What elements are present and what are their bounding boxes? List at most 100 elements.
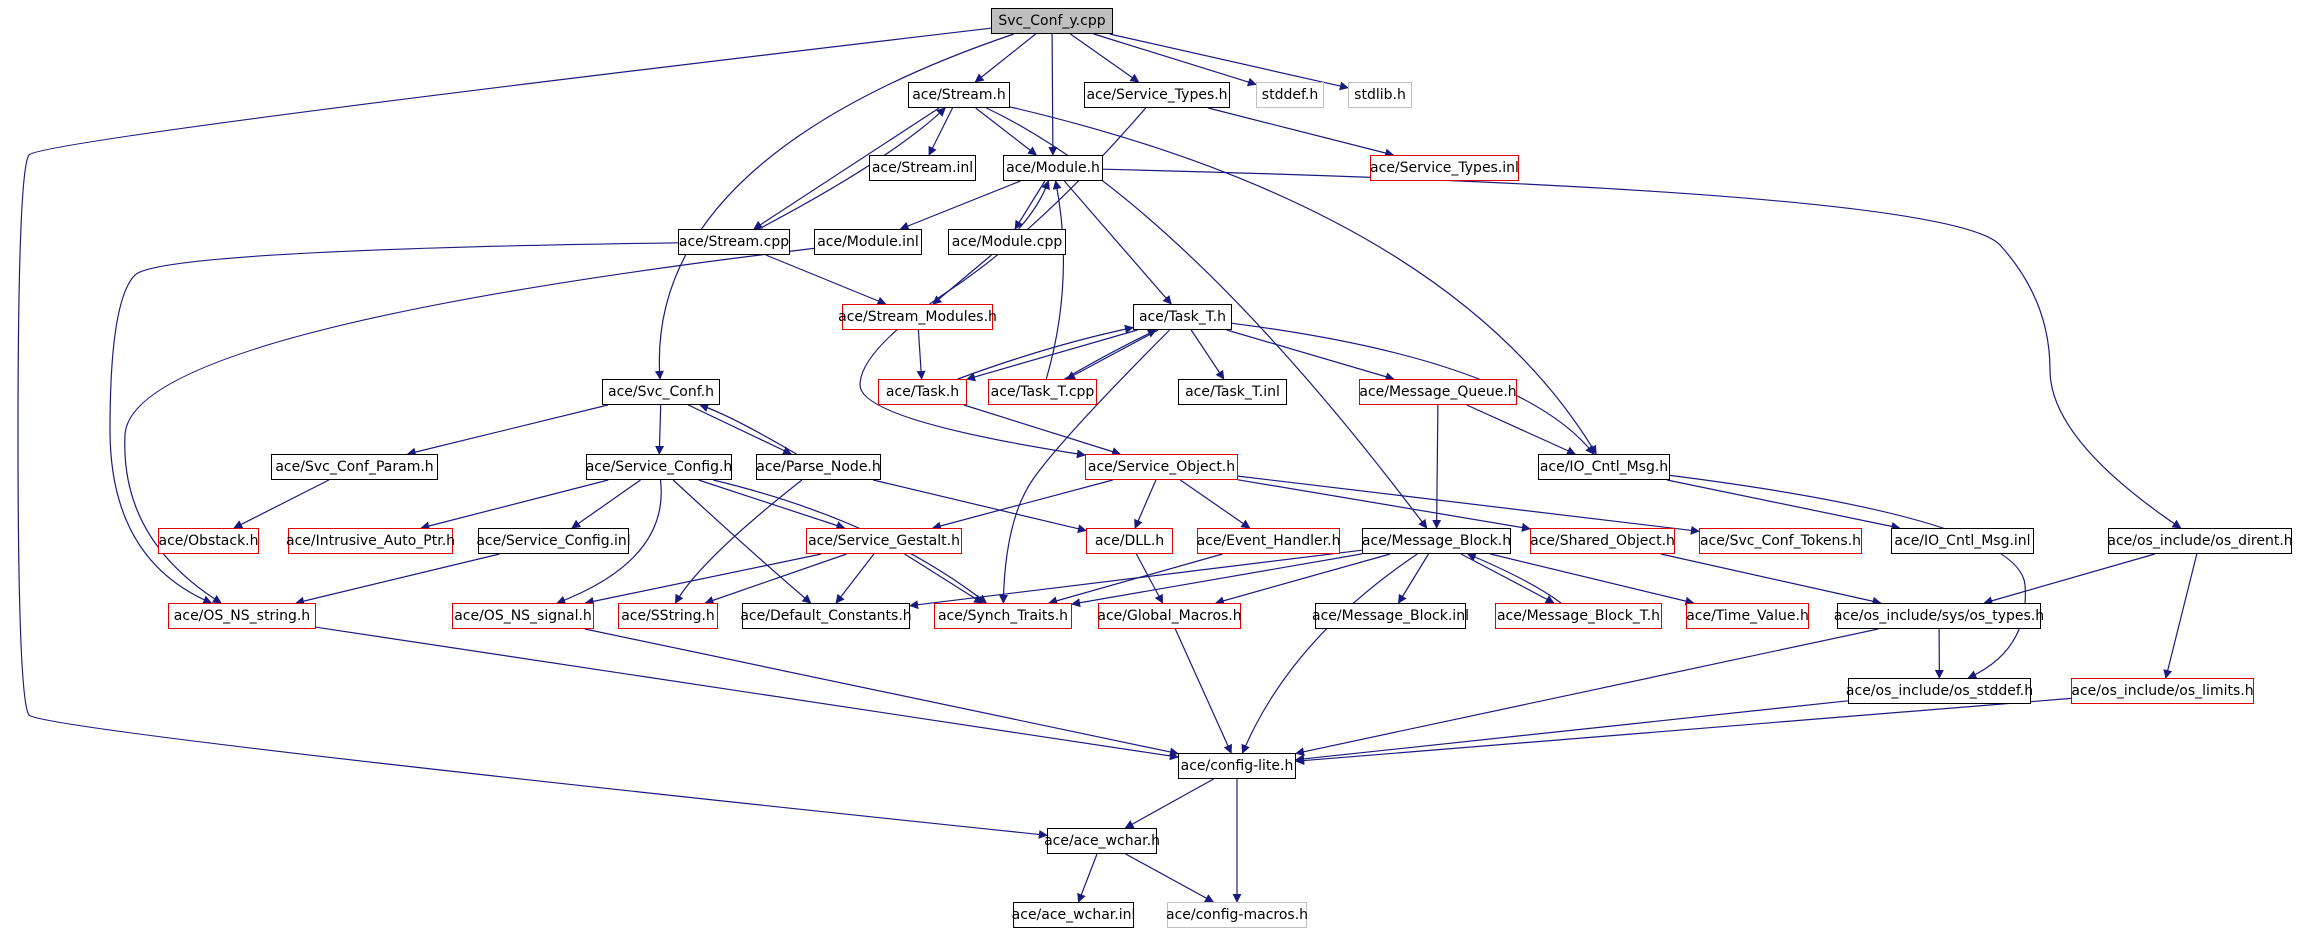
node-global-macros-h[interactable]: ace/Global_Macros.h xyxy=(1097,603,1242,629)
edge-stream-h-to-module-h xyxy=(975,107,1038,156)
edge-message-block-h-to-synch-traits-h xyxy=(1071,553,1363,608)
edge-parse-node-h-to-sstring-h xyxy=(674,479,803,604)
edge-module-cpp-to-module-h xyxy=(1018,180,1050,230)
edge-root-to-ace-wchar-h xyxy=(17,27,1048,839)
node-task-t-inl[interactable]: ace/Task_T.inl xyxy=(1178,379,1287,405)
node-svc-conf-h[interactable]: ace/Svc_Conf.h xyxy=(602,379,720,405)
node-parse-node-h[interactable]: ace/Parse_Node.h xyxy=(756,454,881,480)
node-intrusive-auto-ptr-h[interactable]: ace/Intrusive_Auto_Ptr.h xyxy=(286,528,455,554)
edge-ace-wchar-h-to-config-macros-h xyxy=(1125,853,1215,903)
edge-message-block-t-h-to-message-block-h xyxy=(1466,552,1562,604)
node-stdlib-h[interactable]: stdlib.h xyxy=(1348,82,1412,108)
node-module-h[interactable]: ace/Module.h xyxy=(1003,155,1103,181)
node-message-queue-h[interactable]: ace/Message_Queue.h xyxy=(1359,379,1517,405)
node-task-t-h[interactable]: ace/Task_T.h xyxy=(1133,304,1232,330)
node-os-limits-h[interactable]: ace/os_include/os_limits.h xyxy=(2071,678,2254,704)
node-service-config-h[interactable]: ace/Service_Config.h xyxy=(586,454,732,480)
node-service-types-h[interactable]: ace/Service_Types.h xyxy=(1084,82,1230,108)
node-os-types-h[interactable]: ace/os_include/sys/os_types.h xyxy=(1834,603,2044,629)
node-stream-cpp[interactable]: ace/Stream.cpp xyxy=(678,229,790,255)
edge-root-to-module-h xyxy=(1048,33,1058,156)
edge-os-stddef-h-to-config-lite-h xyxy=(1295,700,1849,764)
node-stream-inl[interactable]: ace/Stream.inl xyxy=(869,155,976,181)
edge-module-h-to-module-inl xyxy=(899,180,1021,231)
edge-module-h-to-os-dirent-h xyxy=(1102,168,2182,529)
node-os-stddef-h[interactable]: ace/os_include/os_stddef.h xyxy=(1846,678,2033,704)
edge-root-to-stream-h xyxy=(974,33,1037,83)
edge-stream-h-to-message-block-h xyxy=(986,107,1428,529)
edge-task-t-h-to-task-t-inl xyxy=(1190,329,1225,380)
node-os-dirent-h[interactable]: ace/os_include/os_dirent.h xyxy=(2107,528,2293,554)
edge-svc-conf-h-to-parse-node-h xyxy=(688,404,793,455)
edge-stream-modules-h-to-task-h xyxy=(916,329,926,380)
edge-module-cpp-to-stream-modules-h xyxy=(932,254,992,305)
edge-parse-node-h-to-svc-conf-h xyxy=(699,403,797,455)
edge-task-h-to-service-object-h xyxy=(963,404,1121,456)
node-ace-wchar-h[interactable]: ace/ace_wchar.h xyxy=(1044,828,1160,854)
edge-task-t-h-to-io-cntl-msg-h xyxy=(1231,322,1595,455)
edge-task-t-cpp-to-module-h xyxy=(1045,180,1065,380)
edge-global-macros-h-to-config-lite-h xyxy=(1174,628,1232,754)
node-os-ns-string-h[interactable]: ace/OS_NS_string.h xyxy=(168,603,316,629)
node-stream-modules-h[interactable]: ace/Stream_Modules.h xyxy=(838,304,997,330)
node-shared-object-h[interactable]: ace/Shared_Object.h xyxy=(1530,528,1675,554)
edge-task-h-to-task-t-h xyxy=(957,324,1134,380)
node-message-block-h[interactable]: ace/Message_Block.h xyxy=(1362,528,1511,554)
edge-service-gestalt-h-to-default-constants-h xyxy=(835,553,875,604)
edge-module-h-to-task-t-h xyxy=(1063,180,1172,305)
edge-service-config-h-to-service-config-inl xyxy=(571,479,641,529)
edge-service-types-h-to-service-types-inl xyxy=(1208,107,1395,158)
edge-service-config-inl-to-os-ns-string-h xyxy=(295,553,500,606)
node-config-lite-h[interactable]: ace/config-lite.h xyxy=(1178,753,1296,779)
node-io-cntl-msg-h[interactable]: ace/IO_Cntl_Msg.h xyxy=(1538,454,1670,480)
edge-message-block-h-to-global-macros-h xyxy=(1214,553,1391,606)
node-ace-wchar-inl[interactable]: ace/ace_wchar.inl xyxy=(1012,902,1135,928)
edge-io-cntl-msg-h-to-os-stddef-h xyxy=(1669,474,2026,679)
node-task-h[interactable]: ace/Task.h xyxy=(878,379,967,405)
node-os-ns-signal-h[interactable]: ace/OS_NS_signal.h xyxy=(452,603,594,629)
node-time-value-h[interactable]: ace/Time_Value.h xyxy=(1686,603,1809,629)
node-service-types-inl[interactable]: ace/Service_Types.inl xyxy=(1370,155,1519,181)
node-stddef-h[interactable]: stddef.h xyxy=(1256,82,1324,108)
node-message-block-t-h[interactable]: ace/Message_Block_T.h xyxy=(1495,603,1662,629)
node-svc-conf-tokens-h[interactable]: ace/Svc_Conf_Tokens.h xyxy=(1699,528,1862,554)
edge-io-cntl-msg-h-to-io-cntl-msg-inl xyxy=(1666,479,1901,531)
edge-service-object-h-to-event-handler-h xyxy=(1179,479,1251,529)
edge-message-queue-h-to-io-cntl-msg-h xyxy=(1466,404,1577,455)
edge-service-gestalt-h-to-sstring-h xyxy=(704,553,847,605)
node-io-cntl-msg-inl[interactable]: ace/IO_Cntl_Msg.inl xyxy=(1891,528,2034,554)
node-message-block-inl[interactable]: ace/Message_Block.inl xyxy=(1312,603,1469,629)
node-module-inl[interactable]: ace/Module.inl xyxy=(814,229,922,255)
node-sstring-h[interactable]: ace/SString.h xyxy=(618,603,718,629)
node-event-handler-h[interactable]: ace/Event_Handler.h xyxy=(1197,528,1340,554)
node-service-gestalt-h[interactable]: ace/Service_Gestalt.h xyxy=(806,528,962,554)
node-stream-h[interactable]: ace/Stream.h xyxy=(908,82,1010,108)
node-config-macros-h[interactable]: ace/config-macros.h xyxy=(1166,902,1308,928)
edge-config-lite-h-to-ace-wchar-h xyxy=(1124,778,1214,829)
node-default-constants-h[interactable]: ace/Default_Constants.h xyxy=(740,603,912,629)
edge-service-config-h-to-os-ns-signal-h xyxy=(556,479,662,605)
node-task-t-cpp[interactable]: ace/Task_T.cpp xyxy=(988,379,1097,405)
edge-stream-h-to-stream-inl xyxy=(928,107,954,156)
edge-module-h-to-module-cpp xyxy=(1014,180,1046,230)
edge-message-block-h-to-message-block-inl xyxy=(1397,553,1430,604)
edge-stream-cpp-to-stream-modules-h xyxy=(765,254,887,306)
node-synch-traits-h[interactable]: ace/Synch_Traits.h xyxy=(934,603,1072,629)
edge-service-gestalt-h-to-synch-traits-h xyxy=(904,553,984,604)
node-dll-h[interactable]: ace/DLL.h xyxy=(1086,528,1173,554)
edge-service-config-h-to-default-constants-h xyxy=(672,479,812,604)
node-root[interactable]: Svc_Conf_y.cpp xyxy=(991,8,1113,34)
edge-message-queue-h-to-message-block-h xyxy=(1432,404,1442,529)
node-module-cpp[interactable]: ace/Module.cpp xyxy=(948,229,1066,255)
node-svc-conf-param-h[interactable]: ace/Svc_Conf_Param.h xyxy=(271,454,438,480)
edge-message-block-h-to-default-constants-h xyxy=(909,549,1363,610)
edge-os-ns-string-h-to-config-lite-h xyxy=(315,626,1179,761)
edge-service-gestalt-h-to-os-ns-signal-h xyxy=(584,553,822,606)
edge-service-config-h-to-service-gestalt-h xyxy=(698,479,846,530)
edge-root-to-stdlib-h xyxy=(1109,33,1349,91)
edge-os-types-h-to-config-lite-h xyxy=(1295,628,1879,757)
node-service-object-h[interactable]: ace/Service_Object.h xyxy=(1085,454,1238,480)
edge-os-ns-signal-h-to-config-lite-h xyxy=(584,628,1179,757)
node-obstack-h[interactable]: ace/Obstack.h xyxy=(158,528,259,554)
node-service-config-inl[interactable]: ace/Service_Config.inl xyxy=(476,528,631,554)
